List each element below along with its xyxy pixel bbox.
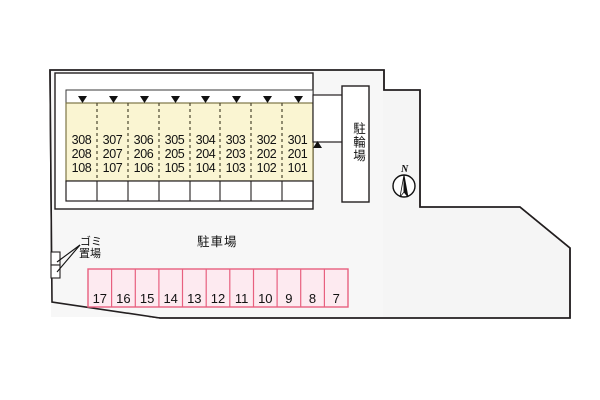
unit-column-3: 306 206 106 [128, 133, 159, 175]
unit-number: 208 [71, 147, 92, 161]
parking-stall-9: 9 [285, 291, 293, 306]
unit-number: 207 [102, 147, 123, 161]
parking-stall-strip [87, 268, 349, 308]
unit-column-1: 308 208 108 [66, 133, 97, 175]
unit-column-8: 301 201 101 [282, 133, 313, 175]
bicycle-parking-label: 駐輪場 [351, 122, 366, 163]
parking-stall-16: 16 [116, 291, 131, 306]
unit-number: 307 [102, 133, 123, 147]
compass-north-label: N [401, 164, 409, 175]
trash-box-lower [50, 264, 61, 279]
bicycle-parking-area [341, 85, 370, 203]
unit-number: 102 [256, 161, 277, 175]
unit-column-2: 307 207 107 [97, 133, 128, 175]
parking-stall-7: 7 [332, 291, 340, 306]
unit-column-6: 303 203 103 [220, 133, 251, 175]
parking-stall-12: 12 [210, 291, 226, 306]
unit-number: 107 [102, 161, 123, 175]
unit-number: 304 [195, 133, 216, 147]
unit-number: 106 [133, 161, 154, 175]
parking-stall-8: 8 [308, 291, 317, 306]
parking-stall-17: 17 [92, 291, 108, 306]
trash-leader-lines [56, 244, 81, 273]
unit-number: 305 [164, 133, 185, 147]
stair-up-marker [313, 141, 322, 148]
compass-rose [392, 174, 416, 198]
unit-number: 108 [71, 161, 92, 175]
unit-number: 203 [225, 147, 246, 161]
unit-number: 105 [164, 161, 185, 175]
stair-entry-box [312, 94, 346, 143]
parking-stall-11: 11 [234, 291, 249, 306]
unit-number: 201 [287, 147, 308, 161]
trash-area-label-line1: ゴミ [80, 235, 102, 248]
entrance-door-markers [78, 96, 303, 103]
unit-number: 308 [71, 133, 92, 147]
unit-number: 103 [225, 161, 246, 175]
trash-box-upper [50, 251, 61, 266]
unit-column-4: 305 205 105 [159, 133, 190, 175]
parking-stall-14: 14 [163, 291, 178, 306]
balcony-dividers [96, 181, 283, 201]
parking-stall-13: 13 [187, 291, 202, 306]
unit-dividers [96, 103, 283, 181]
site-boundary-outline [49, 69, 571, 319]
unit-column-7: 302 202 102 [251, 133, 282, 175]
unit-number: 302 [256, 133, 277, 147]
unit-number: 301 [287, 133, 308, 147]
parking-stall-10: 10 [258, 291, 273, 306]
parking-stall-15: 15 [139, 291, 155, 306]
trash-area-label-line2: 置場 [79, 247, 101, 260]
unit-number: 101 [287, 161, 308, 175]
unit-number: 202 [256, 147, 277, 161]
unit-column-5: 304 204 104 [190, 133, 221, 175]
unit-number: 306 [133, 133, 154, 147]
building-corridor [65, 89, 314, 104]
unit-number: 205 [164, 147, 185, 161]
unit-number: 303 [225, 133, 246, 147]
unit-number: 206 [133, 147, 154, 161]
car-parking-label: 駐車場 [197, 234, 238, 249]
unit-number: 204 [195, 147, 216, 161]
unit-number: 104 [195, 161, 216, 175]
